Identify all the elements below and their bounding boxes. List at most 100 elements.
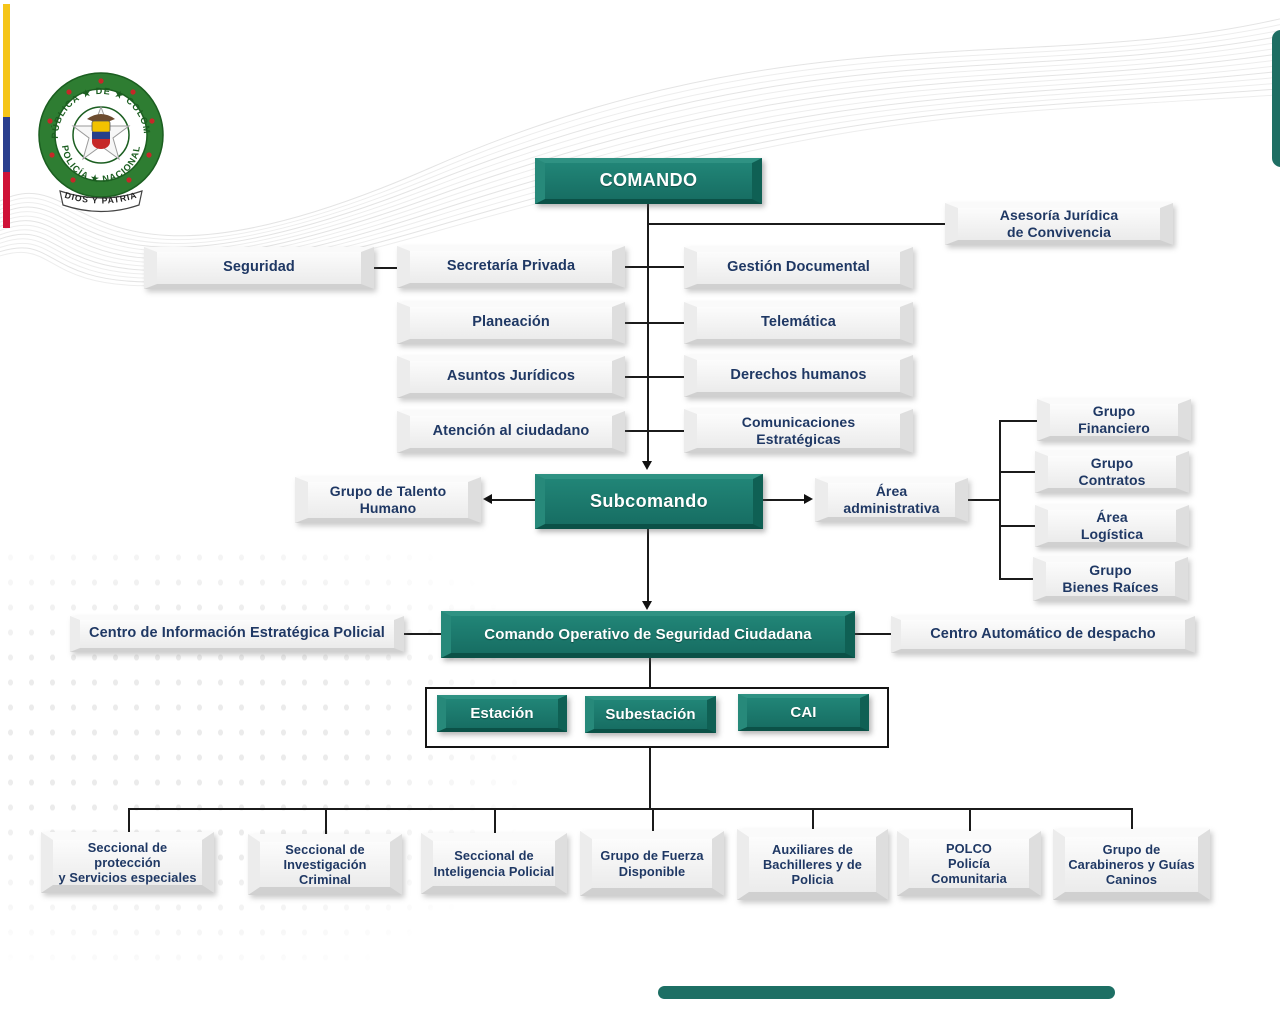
node-label: Grupo de Carabineros y Guías Caninos <box>1068 841 1195 888</box>
connector-line <box>763 499 805 501</box>
node-label: Subcomando <box>589 490 708 511</box>
flag-red-band <box>3 172 10 228</box>
node-comando-operativo-seguridad: Comando Operativo de Seguridad Ciudadana <box>441 611 855 658</box>
node-atencion-ciudadano: Atención al ciudadano <box>397 411 625 453</box>
node-label: Grupo de Fuerza Disponible <box>600 848 704 879</box>
connector-line <box>812 808 814 829</box>
node-grupo-talento-humano: Grupo de Talento Humano <box>295 477 481 523</box>
connector-line <box>968 499 1000 501</box>
connector-line <box>999 420 1001 579</box>
flag-blue-band <box>3 117 10 172</box>
node-seccional-inteligencia-policial: Seccional de Inteligencia Policial <box>421 833 567 894</box>
node-label: Seguridad <box>223 259 295 276</box>
node-comando: COMANDO <box>535 158 762 204</box>
node-grupo-carabineros-guias-caninos: Grupo de Carabineros y Guías Caninos <box>1053 829 1210 900</box>
connector-line <box>374 267 397 269</box>
connector-line <box>647 204 649 462</box>
node-label: Seccional de Inteligencia Policial <box>433 848 555 879</box>
node-label: COMANDO <box>599 170 698 191</box>
connector-line <box>647 529 649 602</box>
node-seguridad: Seguridad <box>144 247 374 289</box>
police-national-badge-logo: REPÚBLICA ★ DE ★ COLOMBIA POLICÍA ★ NACI… <box>34 55 164 213</box>
connector-line <box>325 808 327 834</box>
connector-line <box>625 266 684 268</box>
halftone-dots-pattern <box>0 545 520 975</box>
flag-yellow-band <box>3 4 10 117</box>
arrow-down-icon <box>642 461 652 470</box>
node-cai: CAI <box>738 694 869 731</box>
node-label: Auxiliares de Bachilleres y de Policia <box>762 841 863 888</box>
connector-line <box>648 223 945 225</box>
node-label: Grupo de Talento Humano <box>329 483 447 516</box>
node-grupo-bienes-raices: Grupo Bienes Raíces <box>1033 557 1188 601</box>
connector-line <box>494 808 496 833</box>
node-centro-automatico-despacho: Centro Automático de despacho <box>891 616 1195 653</box>
connector-line <box>999 471 1035 473</box>
node-gestion-documental: Gestión Documental <box>684 247 913 289</box>
arrow-left-icon <box>483 494 492 504</box>
node-area-logistica: Área Logística <box>1035 505 1189 547</box>
connector-line <box>652 808 654 831</box>
node-estacion: Estación <box>437 695 567 732</box>
node-label: Área administrativa <box>843 483 940 516</box>
connector-line <box>649 744 651 808</box>
connector-line <box>649 658 651 687</box>
bottom-accent-bar <box>658 986 1115 999</box>
node-label: Estación <box>470 704 534 722</box>
node-label: Comunicaciones Estratégicas <box>741 414 856 447</box>
node-label: Atención al ciudadano <box>432 423 590 440</box>
node-asesoria-juridica: Asesoría Jurídica de Convivencia <box>945 203 1173 245</box>
connector-line <box>625 322 684 324</box>
node-label: Secretaría Privada <box>446 258 576 275</box>
node-grupo-fuerza-disponible: Grupo de Fuerza Disponible <box>580 831 724 896</box>
node-label: Derechos humanos <box>730 367 867 384</box>
node-label: Telemática <box>761 314 836 331</box>
node-grupo-financiero: Grupo Financiero <box>1037 399 1191 441</box>
connector-line <box>625 430 684 432</box>
node-label: POLCO Policía Comunitaria <box>931 840 1007 887</box>
arrow-down-icon <box>642 601 652 610</box>
node-centro-informacion-estrategica: Centro de Información Estratégica Polici… <box>70 616 404 652</box>
badge-ribbon <box>59 190 143 213</box>
right-edge-accent-bar <box>1272 30 1280 167</box>
node-label: Asuntos Jurídicos <box>446 368 576 385</box>
node-grupo-contratos: Grupo Contratos <box>1035 451 1189 493</box>
node-derechos-humanos: Derechos humanos <box>684 355 913 397</box>
connector-line <box>999 525 1035 527</box>
node-seccional-investigacion-criminal: Seccional de Investigación Criminal <box>248 834 402 895</box>
connector-line <box>128 808 130 832</box>
connector-line <box>855 633 891 635</box>
connector-line <box>128 808 1131 810</box>
node-label: CAI <box>790 703 817 721</box>
node-label: Gestión Documental <box>727 259 870 276</box>
node-label: Asesoría Jurídica de Convivencia <box>999 207 1119 240</box>
node-telematica: Telemática <box>684 302 913 344</box>
node-planeacion: Planeación <box>397 302 625 344</box>
connector-line <box>1131 808 1133 829</box>
connector-line <box>999 420 1037 422</box>
stations-frame: Estación Subestación CAI <box>425 687 889 748</box>
node-label: Planeación <box>472 314 550 331</box>
connector-line <box>969 808 971 831</box>
wave-lines <box>0 18 1280 287</box>
arrow-right-icon <box>804 494 813 504</box>
node-subestacion: Subestación <box>585 696 716 733</box>
node-comunicaciones-estrategicas: Comunicaciones Estratégicas <box>684 409 913 453</box>
colombia-flag-stripe <box>3 4 10 228</box>
node-subcomando: Subcomando <box>535 474 763 529</box>
node-asuntos-juridicos: Asuntos Jurídicos <box>397 356 625 398</box>
node-seccional-proteccion: Seccional de protección y Servicios espe… <box>41 832 214 893</box>
node-label: Área Logística <box>1080 509 1144 542</box>
connector-line <box>404 633 441 635</box>
badge-shield <box>91 120 111 149</box>
connector-line <box>625 376 684 378</box>
node-label: Grupo Financiero <box>1078 403 1150 436</box>
node-auxiliares-bachilleres: Auxiliares de Bachilleres y de Policia <box>737 829 888 900</box>
connector-line <box>492 499 535 501</box>
node-polco-policia-comunitaria: POLCO Policía Comunitaria <box>897 831 1041 896</box>
node-label: Centro de Información Estratégica Polici… <box>89 625 385 642</box>
node-label: Grupo Bienes Raíces <box>1062 562 1159 595</box>
node-label: Seccional de protección y Servicios espe… <box>58 839 197 886</box>
connector-line <box>999 578 1033 580</box>
node-area-administrativa: Área administrativa <box>815 478 968 522</box>
